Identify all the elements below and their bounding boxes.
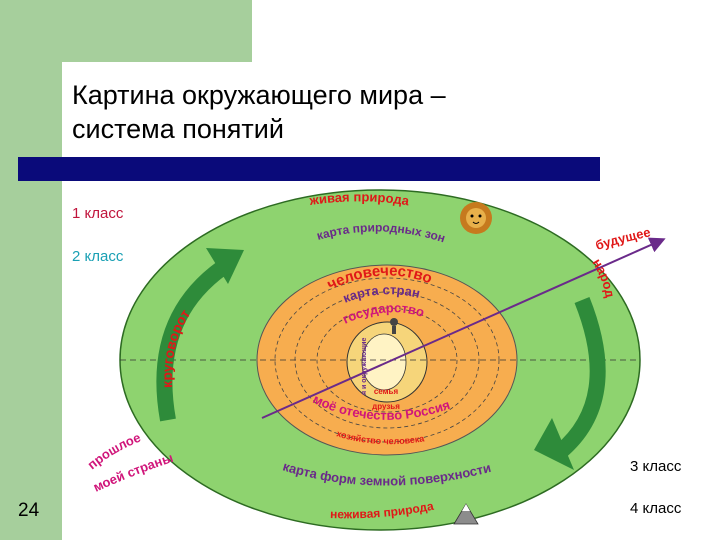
svg-text:я и окружающие: я и окружающие (361, 338, 368, 395)
title-line-1: Картина окружающего мира – (72, 80, 446, 110)
cycle-arrow-right (554, 297, 606, 459)
core-ellipse (361, 333, 407, 391)
page-number: 24 (18, 500, 40, 521)
title-underline-bar (18, 157, 600, 181)
dashed-ring-3 (316, 307, 458, 413)
label-inner-1: семья (374, 387, 399, 396)
grade-label-2: 2 класс (72, 248, 124, 265)
person-icon (390, 318, 398, 334)
grade-label-1: 1 класс (72, 205, 124, 222)
lion-icon (460, 202, 492, 234)
label-inner-vertical: я и окружающие (361, 338, 368, 395)
time-arrow (261, 237, 666, 419)
cycle-arrow-left (156, 261, 227, 422)
cycle-arrowhead-right (534, 418, 574, 470)
dashed-ring-1 (274, 277, 500, 443)
page-title: Картина окружающего мира – система понят… (72, 78, 592, 146)
title-line-2: система понятий (72, 114, 284, 144)
mountain-icon (453, 503, 479, 525)
grade-label-4: 4 класс (630, 500, 682, 517)
cycle-arrowhead-left (206, 248, 244, 284)
label-inner-2: друзья (372, 402, 400, 411)
decorative-left-strip (0, 0, 62, 540)
grade-label-3: 3 класс (630, 458, 682, 475)
